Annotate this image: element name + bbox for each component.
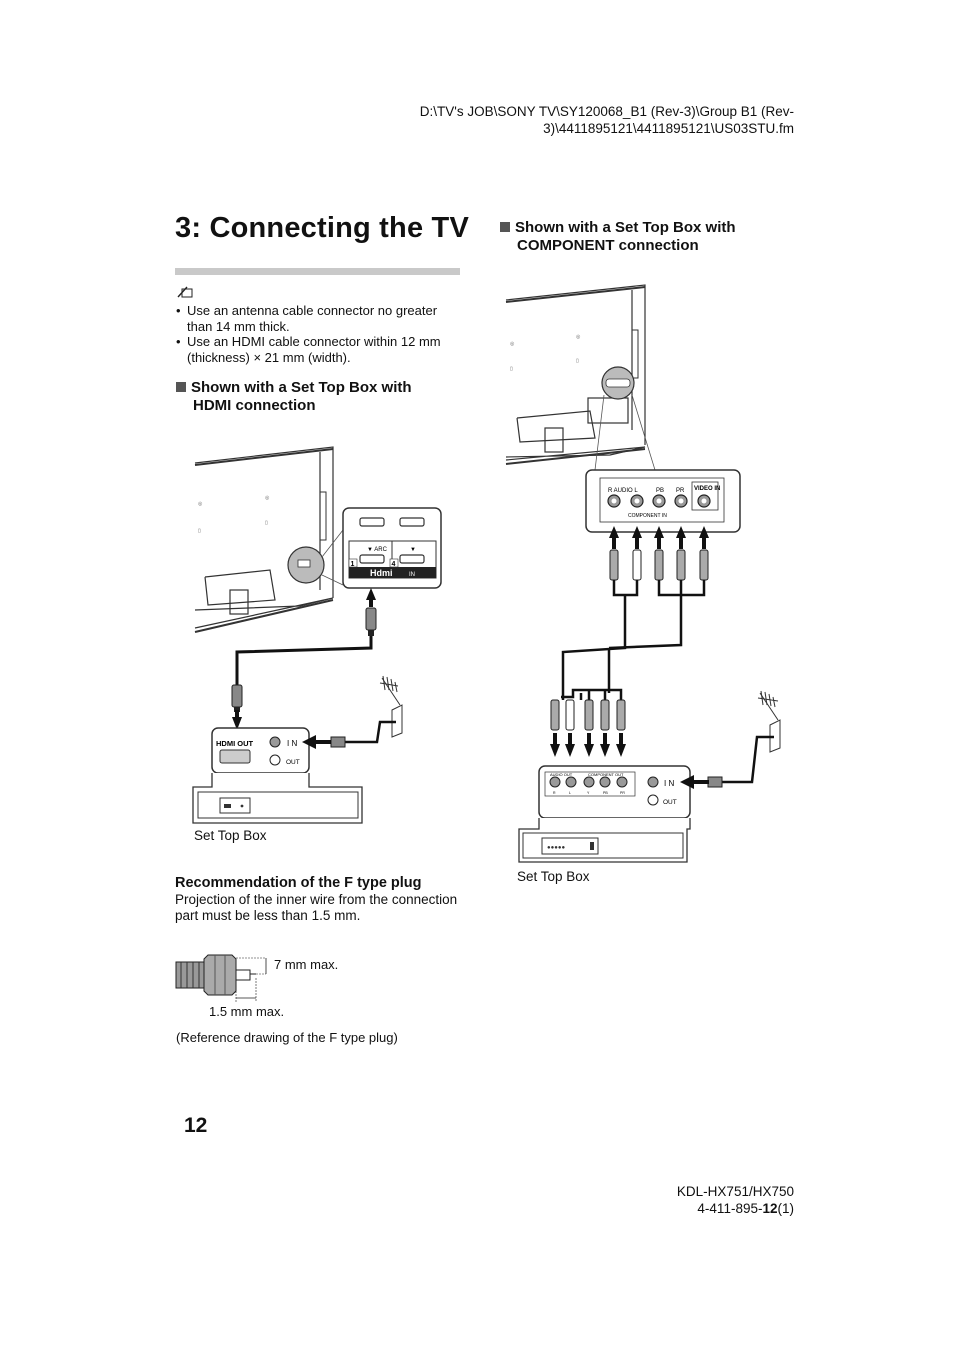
- note-item: Use an antenna cable connector no greate…: [175, 303, 465, 334]
- jack-label: R: [553, 791, 556, 795]
- antenna-cable: [722, 735, 774, 784]
- hdmi-logo: Hdmi: [370, 568, 393, 578]
- jack-label: Y: [587, 791, 590, 795]
- stb-in-label: I N: [287, 739, 297, 748]
- hdmi-out-label: HDMI OUT: [216, 739, 253, 748]
- arrow-up-icon: [609, 526, 709, 549]
- svg-text:▯: ▯: [198, 528, 201, 534]
- note-item: Use an HDMI cable connector within 12 mm…: [175, 334, 465, 365]
- square-bullet-icon: [500, 222, 510, 232]
- audio-label: R AUDIO L: [608, 488, 638, 494]
- down-arrow-label: ▼: [410, 547, 416, 553]
- arrow-down-icon: [550, 733, 626, 757]
- title-rule: [175, 268, 460, 275]
- hdmi-cable: [235, 636, 373, 685]
- antenna-icon: [379, 675, 403, 738]
- svg-text:●●●●●: ●●●●●: [547, 845, 565, 851]
- page-number: 12: [184, 1114, 208, 1137]
- pr-label: PR: [676, 488, 685, 494]
- svg-text:▯: ▯: [576, 358, 579, 364]
- file-path-line2: 3)\4411895121\4411895121\US03STU.fm: [543, 121, 794, 136]
- stb-out-label: OUT: [663, 799, 677, 806]
- hdmi-input-panel: ▼ ARC ▼ 1 4 Hdmi IN: [342, 507, 442, 589]
- component-input-panel: R AUDIO L PB PR VIDEO IN COMPONENT IN: [585, 469, 741, 533]
- file-path-header: D:\TV's JOB\SONY TV\SY120068_B1 (Rev-3)\…: [334, 103, 794, 137]
- video-in-label: VIDEO IN: [694, 486, 720, 492]
- stb-component-out-label: COMPONENT OUT: [588, 772, 624, 777]
- page-title: 3: Connecting the TV: [175, 212, 469, 244]
- hdmi-in-label: IN: [409, 572, 415, 578]
- stb-label-hdmi: Set Top Box: [194, 828, 267, 843]
- model-footer: KDL-HX751/HX750 4-411-895-12(1): [677, 1183, 794, 1217]
- set-top-box-illustration-component: ●●●●●: [518, 818, 691, 863]
- hdmi-section-heading: Shown with a Set Top Box with HDMI conne…: [176, 379, 412, 415]
- arrow-up-icon: [366, 588, 376, 600]
- component-section-heading: Shown with a Set Top Box with COMPONENT …: [500, 219, 736, 255]
- svg-text:◎: ◎: [198, 501, 203, 507]
- jack-label: L: [569, 791, 571, 795]
- part-code: 4-411-895-12(1): [697, 1201, 794, 1216]
- model-name: KDL-HX751/HX750: [676, 1184, 794, 1199]
- square-bullet-icon: [176, 382, 186, 392]
- svg-text:◎: ◎: [576, 334, 581, 340]
- component-in-label: COMPONENT IN: [628, 513, 667, 519]
- jack-label: PR: [620, 791, 625, 795]
- pb-label: PB: [656, 488, 664, 494]
- component-cables: [561, 580, 706, 700]
- stb-label-component: Set Top Box: [517, 869, 590, 884]
- f-plug-drawing: [175, 954, 267, 1002]
- svg-text:◎: ◎: [510, 341, 515, 347]
- stb-in-label: I N: [664, 779, 674, 788]
- note-icon: [177, 286, 193, 298]
- arrow-left-icon: [680, 775, 694, 789]
- f-plug-caption: (Reference drawing of the F type plug): [176, 1030, 398, 1045]
- file-path-line1: D:\TV's JOB\SONY TV\SY120068_B1 (Rev-3)\…: [419, 104, 794, 119]
- svg-text:▯: ▯: [265, 520, 268, 526]
- port-4-label: 4: [392, 561, 396, 568]
- f-plug-heading: Recommendation of the F type plug: [175, 875, 422, 891]
- stb-component-panel: AUDIO OUT COMPONENT OUT R L Y PB PR I N …: [538, 765, 691, 819]
- dim-7mm-label: 7 mm max.: [274, 957, 339, 972]
- arrow-down-icon: [232, 717, 242, 730]
- arc-label: ▼ ARC: [367, 547, 388, 553]
- rca-plugs-bottom: [550, 699, 626, 731]
- stb-out-label: OUT: [286, 759, 300, 766]
- svg-text:▯: ▯: [510, 366, 513, 372]
- port-1-label: 1: [351, 561, 355, 568]
- stb-audio-out-label: AUDIO OUT: [550, 772, 573, 777]
- rca-plugs-top: [609, 549, 709, 581]
- antenna-cable: [345, 720, 396, 744]
- notes-list: Use an antenna cable connector no greate…: [175, 303, 465, 365]
- set-top-box-illustration: [192, 773, 363, 824]
- dim-15mm-label: 1.5 mm max.: [209, 1004, 285, 1019]
- jack-label: PB: [603, 791, 608, 795]
- arrow-left-icon: [302, 735, 316, 749]
- tv-rear-illustration-component: ◎ ▯ ◎ ▯: [505, 284, 646, 465]
- f-plug-text: Projection of the inner wire from the co…: [175, 892, 458, 923]
- antenna-icon: [757, 690, 781, 753]
- svg-text:◎: ◎: [265, 495, 270, 501]
- stb-hdmi-panel: HDMI OUT I N OUT: [211, 727, 310, 774]
